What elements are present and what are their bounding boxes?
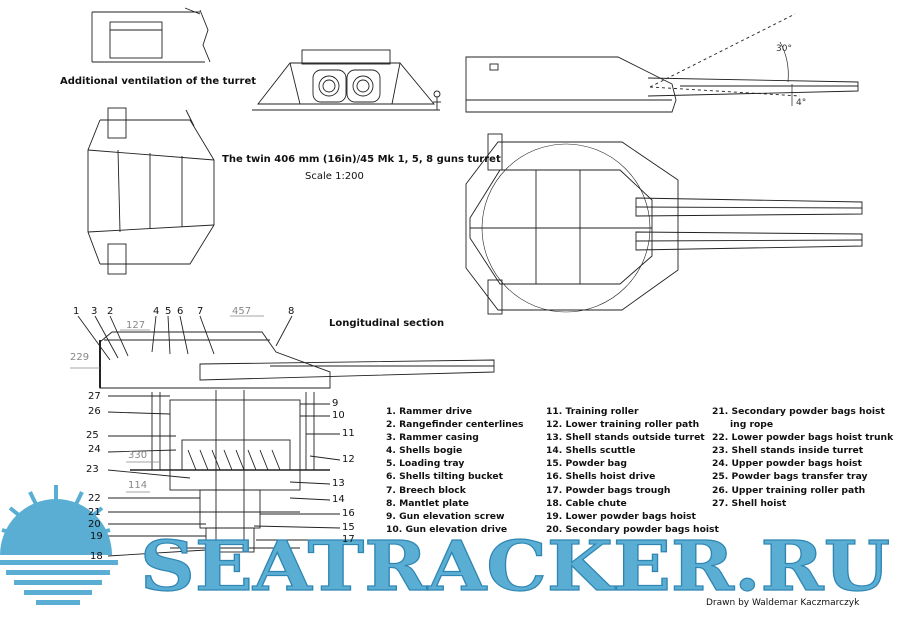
- credit-label: Drawn by Waldemar Kaczmarczyk: [706, 598, 860, 608]
- legend-item: 1. Rammer drive: [386, 406, 472, 417]
- legend-item: 10. Gun elevation drive: [386, 523, 508, 535]
- callout-number: 24: [88, 444, 101, 455]
- legend-column-3: 21. Secondary powder bags hoist ing rope…: [712, 405, 893, 510]
- callout-number: 15: [342, 522, 355, 533]
- callout-number: 20: [88, 519, 101, 530]
- legend-item: 22. Lower powder bags hoist trunk: [712, 432, 894, 444]
- legend-item: 4. Shells bogie: [386, 445, 463, 457]
- legend-item: 19. Lower powder bags hoist: [546, 510, 696, 522]
- legend-item: 24. Upper powder bags hoist: [712, 458, 862, 470]
- callout-number: 22: [88, 493, 101, 504]
- legend-item: 11. Training roller: [546, 406, 639, 417]
- legend-item: 14. Shells scuttle: [546, 445, 636, 457]
- callout-number: 10: [332, 410, 345, 421]
- callout-number: 6: [177, 306, 184, 317]
- legend-item: 21. Secondary powder bags hoist: [712, 406, 885, 417]
- callout-number: 23: [86, 464, 99, 475]
- callout-number: 27: [88, 391, 101, 402]
- dimension-lines: [70, 315, 264, 493]
- watermark-text: SEATRACKER.RU: [140, 527, 890, 607]
- elevation-angle-label: 30°: [776, 44, 792, 54]
- ventilation-elevation-view: [91, 7, 211, 63]
- legend-item: 5. Loading tray: [386, 458, 465, 470]
- turret-plan-view-left: [87, 107, 215, 275]
- callout-number: 8: [288, 306, 295, 317]
- scale-label: Scale 1:200: [305, 171, 364, 182]
- legend-column-1: 1. Rammer drive 2. Rangefinder centerlin…: [386, 405, 524, 536]
- watermark-sun-logo: [0, 485, 118, 605]
- depression-angle-label: 4°: [796, 98, 807, 108]
- longitudinal-section-view: [77, 315, 495, 557]
- ventilation-caption: Additional ventilation of the turret: [60, 76, 257, 87]
- callout-number: 21: [88, 507, 101, 518]
- turret-plan-view-right: [465, 133, 863, 315]
- dimension-229: 229: [70, 352, 90, 363]
- callout-number: 16: [342, 508, 355, 519]
- turret-front-view: [252, 49, 441, 111]
- dimension-330: 330: [128, 450, 148, 461]
- legend-item: 26. Upper training roller path: [712, 484, 866, 496]
- callout-number: 13: [332, 478, 345, 489]
- callout-number: 26: [88, 406, 101, 417]
- legend-item: 2. Rangefinder centerlines: [386, 419, 524, 431]
- section-caption: Longitudinal section: [329, 318, 445, 329]
- legend-item: 6. Shells tilting bucket: [386, 471, 504, 483]
- legend-item: 16. Shells hoist drive: [546, 471, 656, 483]
- legend-item: 23. Shell stands inside turret: [712, 445, 864, 457]
- callout-number: 19: [90, 531, 103, 542]
- callout-number: 2: [107, 306, 114, 317]
- dimension-127: 127: [126, 320, 146, 331]
- callout-number: 11: [342, 428, 355, 439]
- callout-number: 17: [342, 534, 355, 545]
- legend-item: 3. Rammer casing: [386, 432, 479, 444]
- legend-item: 15. Powder bag: [546, 458, 627, 470]
- callout-number: 5: [165, 306, 172, 317]
- legend-item: 9. Gun elevation screw: [386, 510, 505, 522]
- dimension-457: 457: [232, 306, 252, 317]
- callout-number: 1: [73, 306, 80, 317]
- legend-item: 27. Shell hoist: [712, 497, 787, 509]
- callout-number: 4: [153, 306, 160, 317]
- drawing-title: The twin 406 mm (16in)/45 Mk 1, 5, 8 gun…: [222, 154, 501, 165]
- callout-number: 18: [90, 551, 103, 562]
- legend-item: 7. Breech block: [386, 484, 466, 496]
- callout-number: 3: [91, 306, 98, 317]
- legend-item: 25. Powder bags transfer tray: [712, 471, 868, 483]
- callout-number: 14: [332, 494, 345, 505]
- callout-number: 7: [197, 306, 204, 317]
- turret-side-view: [465, 13, 859, 113]
- legend-item: 18. Cable chute: [546, 497, 627, 509]
- callout-number: 12: [342, 454, 355, 465]
- legend-item: 17. Powder bags trough: [546, 484, 671, 496]
- legend-item: 13. Shell stands outside turret: [546, 432, 705, 444]
- legend-item: 8. Mantlet plate: [386, 497, 469, 509]
- legend-column-2: 11. Training roller 12. Lower training r…: [546, 405, 719, 536]
- legend-item: 20. Secondary powder bags hoist: [546, 523, 719, 535]
- legend-item: ing rope: [730, 419, 774, 431]
- callout-number: 25: [86, 430, 99, 441]
- callout-number: 9: [332, 398, 339, 409]
- dimension-114: 114: [128, 480, 148, 491]
- legend-item: 12. Lower training roller path: [546, 419, 700, 431]
